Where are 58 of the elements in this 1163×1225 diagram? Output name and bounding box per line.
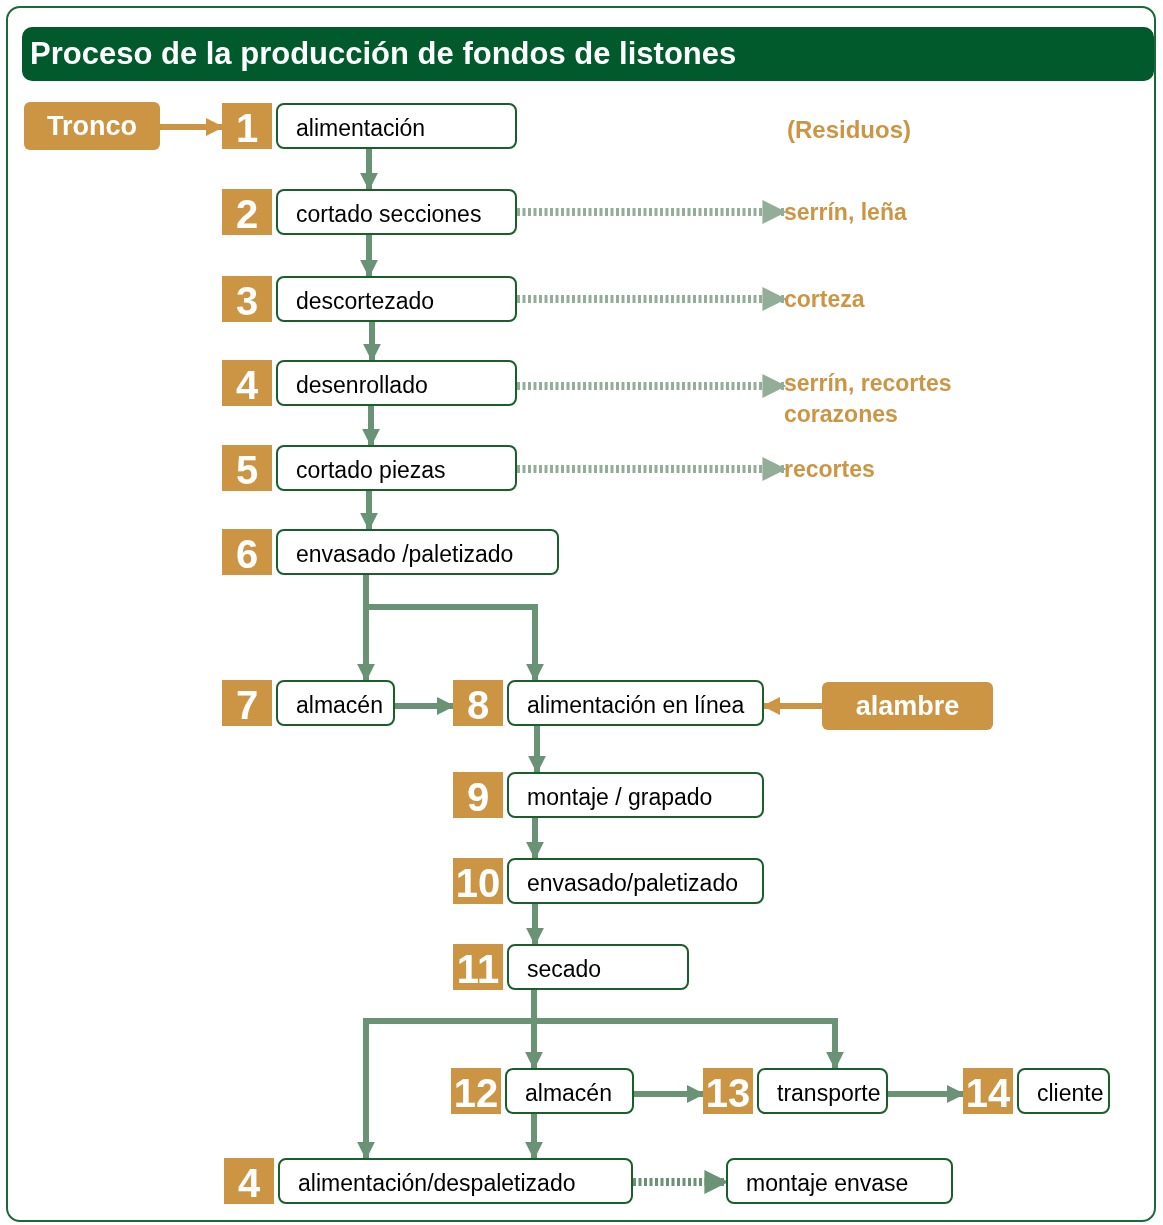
step-number: 7 bbox=[222, 680, 272, 726]
residue-text: corteza bbox=[784, 284, 865, 316]
arrow bbox=[517, 200, 787, 224]
process-box: almacén bbox=[505, 1068, 634, 1114]
step-number: 12 bbox=[451, 1068, 501, 1114]
arrow bbox=[362, 406, 380, 447]
arrow bbox=[762, 697, 822, 715]
residue-text: recortes bbox=[784, 454, 875, 486]
section-label: (Residuos) bbox=[787, 116, 911, 144]
process-box: descortezado bbox=[276, 276, 517, 322]
process-box: cliente bbox=[1017, 1068, 1110, 1114]
step-number: 5 bbox=[222, 445, 272, 491]
arrow bbox=[160, 118, 224, 136]
arrow bbox=[528, 726, 546, 774]
arrow bbox=[395, 697, 455, 715]
residue-text: serrín, recortes corazones bbox=[784, 368, 964, 431]
process-box: alimentación/despaletizado bbox=[278, 1158, 633, 1204]
process-box: montaje envase bbox=[726, 1158, 953, 1204]
arrow bbox=[360, 149, 378, 191]
arrow bbox=[363, 575, 544, 682]
process-box: alimentación bbox=[276, 103, 517, 149]
arrow bbox=[634, 1085, 705, 1103]
process-box: alimentación en línea bbox=[507, 680, 764, 726]
arrow bbox=[517, 457, 787, 481]
arrow bbox=[526, 904, 544, 946]
process-box: envasado /paletizado bbox=[276, 529, 559, 575]
step-number: 1 bbox=[222, 103, 272, 149]
process-box: cortado piezas bbox=[276, 445, 517, 491]
process-box: montaje / grapado bbox=[507, 772, 764, 818]
arrow bbox=[526, 818, 544, 860]
process-box: desenrollado bbox=[276, 360, 517, 406]
arrow bbox=[360, 235, 378, 278]
step-number: 4 bbox=[224, 1158, 274, 1204]
step-number: 4 bbox=[222, 360, 272, 406]
process-box: cortado secciones bbox=[276, 189, 517, 235]
step-number: 8 bbox=[453, 680, 503, 726]
residue-text: serrín, leña bbox=[784, 197, 907, 229]
step-number: 11 bbox=[453, 944, 503, 990]
arrow bbox=[888, 1085, 965, 1103]
arrow bbox=[525, 1114, 543, 1160]
step-number: 10 bbox=[453, 858, 503, 904]
step-number: 9 bbox=[453, 772, 503, 818]
process-box: transporte bbox=[757, 1068, 888, 1114]
process-box: almacén bbox=[276, 680, 395, 726]
input-tab: Tronco bbox=[24, 102, 160, 150]
process-box: secado bbox=[507, 944, 689, 990]
diagram-title: Proceso de la producción de fondos de listones bbox=[22, 27, 1154, 81]
process-box: envasado/paletizado bbox=[507, 858, 764, 904]
arrow bbox=[517, 287, 787, 311]
step-number: 3 bbox=[222, 276, 272, 322]
step-number: 13 bbox=[703, 1068, 753, 1114]
step-number: 14 bbox=[963, 1068, 1013, 1114]
step-number: 6 bbox=[222, 529, 272, 575]
arrow bbox=[363, 322, 381, 362]
arrow bbox=[360, 491, 378, 531]
step-number: 2 bbox=[222, 189, 272, 235]
arrow bbox=[517, 374, 787, 398]
input-tab: alambre bbox=[822, 682, 993, 730]
